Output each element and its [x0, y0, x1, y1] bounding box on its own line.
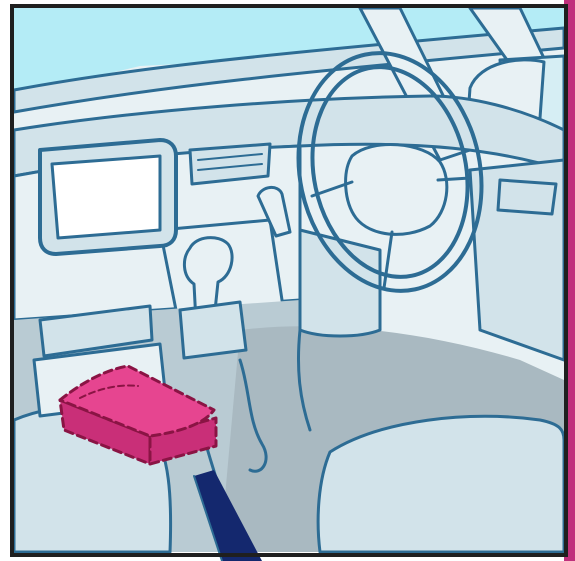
infotainment-screen	[40, 140, 176, 254]
interior-surfaces	[14, 8, 564, 552]
